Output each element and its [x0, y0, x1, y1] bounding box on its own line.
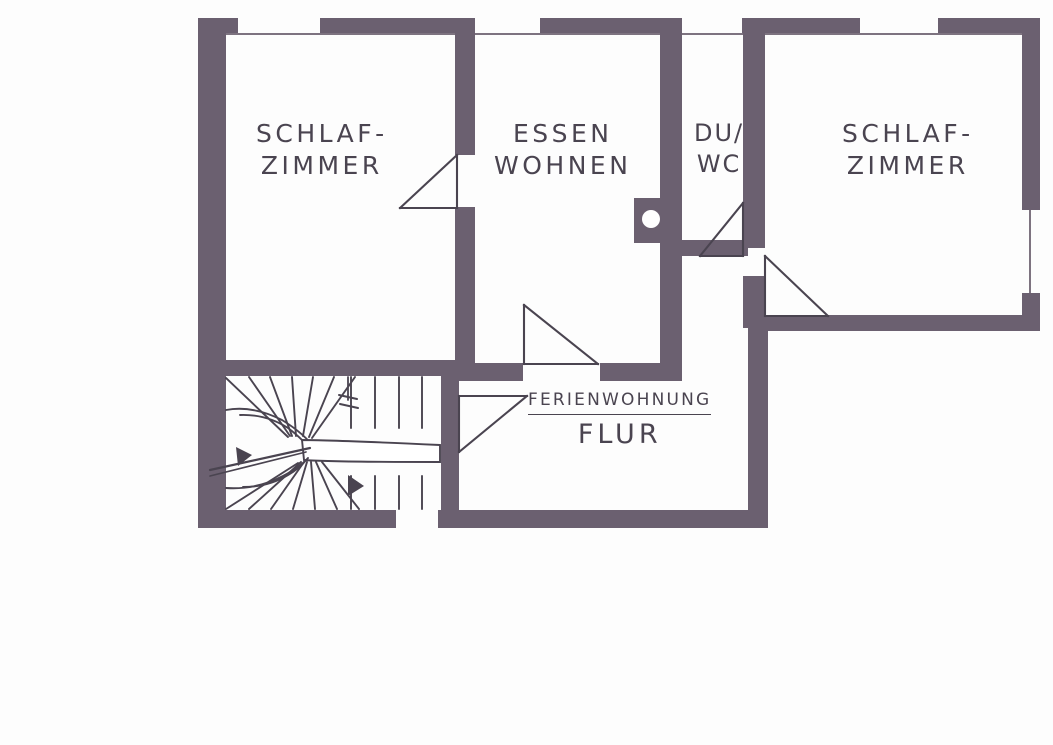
- staircase: [208, 376, 441, 510]
- wall-flur-right: [748, 315, 768, 527]
- wall-exterior-top-a: [198, 18, 238, 34]
- stair-direction-line-2: [209, 451, 307, 477]
- stair-tread: [270, 461, 305, 510]
- wall-stairwell-bottom: [198, 510, 396, 528]
- wall-exterior-top-b: [320, 18, 468, 34]
- stair-tread: [321, 461, 360, 510]
- stair-arrow-group: [236, 447, 364, 496]
- wall-flur-bottom: [438, 510, 768, 528]
- wall-exterior-top-e: [938, 18, 1038, 34]
- wall-essen-flur-a: [441, 363, 523, 381]
- door-flur-entry: [457, 394, 529, 454]
- stair-tread: [291, 376, 297, 437]
- stair-direction-line: [208, 446, 312, 472]
- wall-interior-bedroom-essen-lower: [455, 207, 475, 377]
- wall-flur-left-lower: [441, 440, 459, 518]
- stair-arrow-up: [236, 447, 252, 466]
- wall-group: [198, 18, 1040, 528]
- door-schlaf-left-to-essen: [398, 153, 459, 210]
- wall-duwc-bottom: [682, 240, 748, 256]
- wall-exterior-top-d: [742, 18, 860, 34]
- stair-arrow-right: [348, 475, 364, 496]
- wall-exterior-left-upper: [198, 18, 226, 373]
- stair-tread: [310, 461, 316, 510]
- wall-interior-bedroom-essen-upper: [455, 18, 475, 155]
- stair-tread: [308, 376, 335, 438]
- window-sill-line-right: [1029, 210, 1031, 293]
- wall-exterior-right-upper: [1022, 18, 1040, 210]
- stair-break-mark-2: [339, 403, 359, 409]
- wall-interior-duwc-bedroom-right: [743, 18, 765, 248]
- stair-inner-arc-lower: [242, 459, 307, 488]
- wall-bedroom-right-bottom: [765, 315, 1040, 331]
- chimney-flue-icon: [642, 210, 660, 228]
- stair-tread: [302, 376, 314, 437]
- stair-tread: [315, 461, 338, 510]
- window-sill-line-top: [226, 33, 1038, 35]
- stair-tread: [292, 461, 308, 510]
- wall-interior-essen-duwc: [660, 18, 682, 208]
- wall-exterior-top-c: [540, 18, 660, 34]
- stair-core: [300, 439, 441, 463]
- door-essen-to-flur: [522, 303, 600, 366]
- stair-tread: [269, 376, 293, 437]
- stair-tread: [225, 377, 289, 438]
- door-swing-group: [398, 153, 830, 454]
- wall-bedroom-stair-divider: [198, 360, 458, 376]
- door-du-wc: [698, 201, 745, 258]
- wall-exterior-left-lower: [198, 373, 226, 525]
- door-schlaf-right: [763, 254, 830, 318]
- wall-interior-essen-duwc-lower: [660, 243, 682, 378]
- wall-essen-flur-b: [600, 363, 682, 381]
